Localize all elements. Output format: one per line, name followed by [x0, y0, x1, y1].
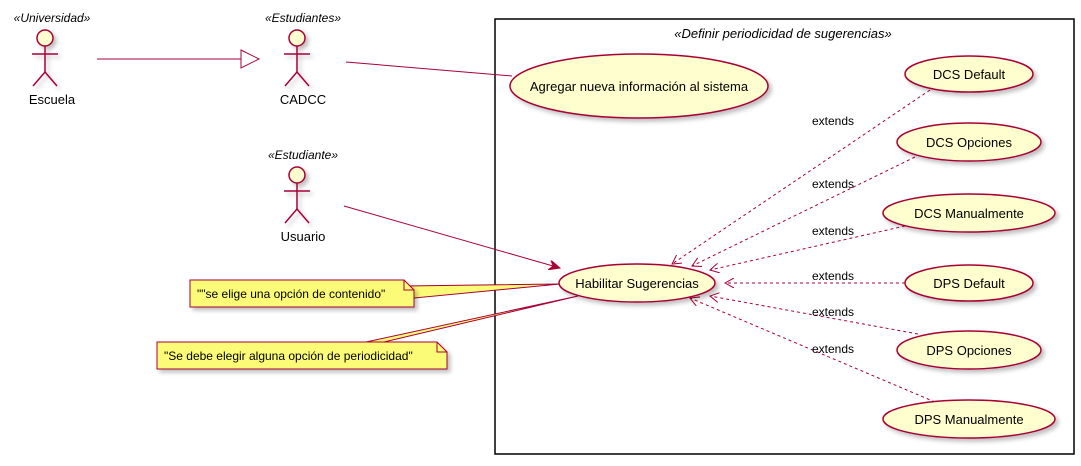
usecase-habilitar: Habilitar Sugerencias [558, 263, 716, 303]
extends-edges [672, 89, 936, 403]
actor-usuario-stereotype: «Estudiante» [268, 148, 338, 162]
actor-cadcc-figure [284, 29, 310, 87]
usecase-dps-default: DPS Default [904, 264, 1034, 302]
note-periodicidad: "Se debe elegir alguna opción de periodi… [156, 341, 448, 370]
actor-escuela-name: Escuela [29, 92, 76, 107]
usecase-dps-manual: DPS Manualmente [882, 399, 1056, 439]
generalization-escuela-cadcc [97, 49, 261, 69]
usecase-dps-manual-label: DPS Manualmente [914, 412, 1023, 427]
association-usuario-habilitar [343, 205, 560, 268]
usecase-dcs-manual: DCS Manualmente [882, 193, 1056, 233]
extends-label-6: extends [812, 342, 854, 356]
usecase-habilitar-label: Habilitar Sugerencias [575, 276, 699, 291]
extends-dps-manual [690, 298, 936, 403]
actor-cadcc-name: CADCC [280, 92, 326, 107]
actor-usuario: «Estudiante» Usuario [268, 148, 338, 244]
usecase-dcs-default-label: DCS Default [933, 67, 1006, 82]
actor-cadcc: «Estudiantes» CADCC [265, 11, 341, 107]
extends-label-2: extends [812, 177, 854, 191]
extends-label-4: extends [812, 269, 854, 283]
usecase-dcs-manual-label: DCS Manualmente [914, 206, 1024, 221]
extends-labels: extends extends extends extends extends … [812, 114, 854, 356]
package-stereotype: «Definir periodicidad de sugerencias» [674, 26, 892, 41]
note-contenido: ""se elige una opción de contenido" [189, 279, 415, 308]
usecase-dps-default-label: DPS Default [933, 276, 1005, 291]
usecase-dcs-opciones: DCS Opciones [896, 122, 1042, 162]
note-contenido-text: ""se elige una opción de contenido" [197, 287, 385, 301]
extends-label-5: extends [812, 305, 854, 319]
actor-escuela-figure [32, 29, 58, 87]
actor-cadcc-stereotype: «Estudiantes» [265, 11, 341, 25]
usecase-dcs-opciones-label: DCS Opciones [926, 135, 1012, 150]
usecase-dps-opciones-label: DPS Opciones [926, 343, 1012, 358]
generalization-arrowhead [240, 49, 261, 69]
actor-escuela-stereotype: «Universidad» [14, 11, 91, 25]
usecase-agregar-label: Agregar nueva información al sistema [530, 79, 749, 94]
extends-dps-opciones [710, 296, 919, 335]
usecase-dps-opciones: DPS Opciones [896, 330, 1042, 370]
extends-label-1: extends [812, 114, 854, 128]
actor-usuario-name: Usuario [281, 229, 326, 244]
extends-dcs-opciones [692, 156, 916, 266]
association-cadcc-agregar [345, 61, 513, 77]
usecase-agregar: Agregar nueva información al sistema [509, 53, 769, 119]
usecase-dcs-default: DCS Default [904, 55, 1034, 93]
actor-escuela: «Universidad» Escuela [14, 11, 91, 107]
actor-usuario-figure [284, 166, 310, 224]
note-periodicidad-text: "Se debe elegir alguna opción de periodi… [164, 349, 413, 363]
extends-dcs-default [672, 89, 931, 264]
extends-label-3: extends [812, 224, 854, 238]
